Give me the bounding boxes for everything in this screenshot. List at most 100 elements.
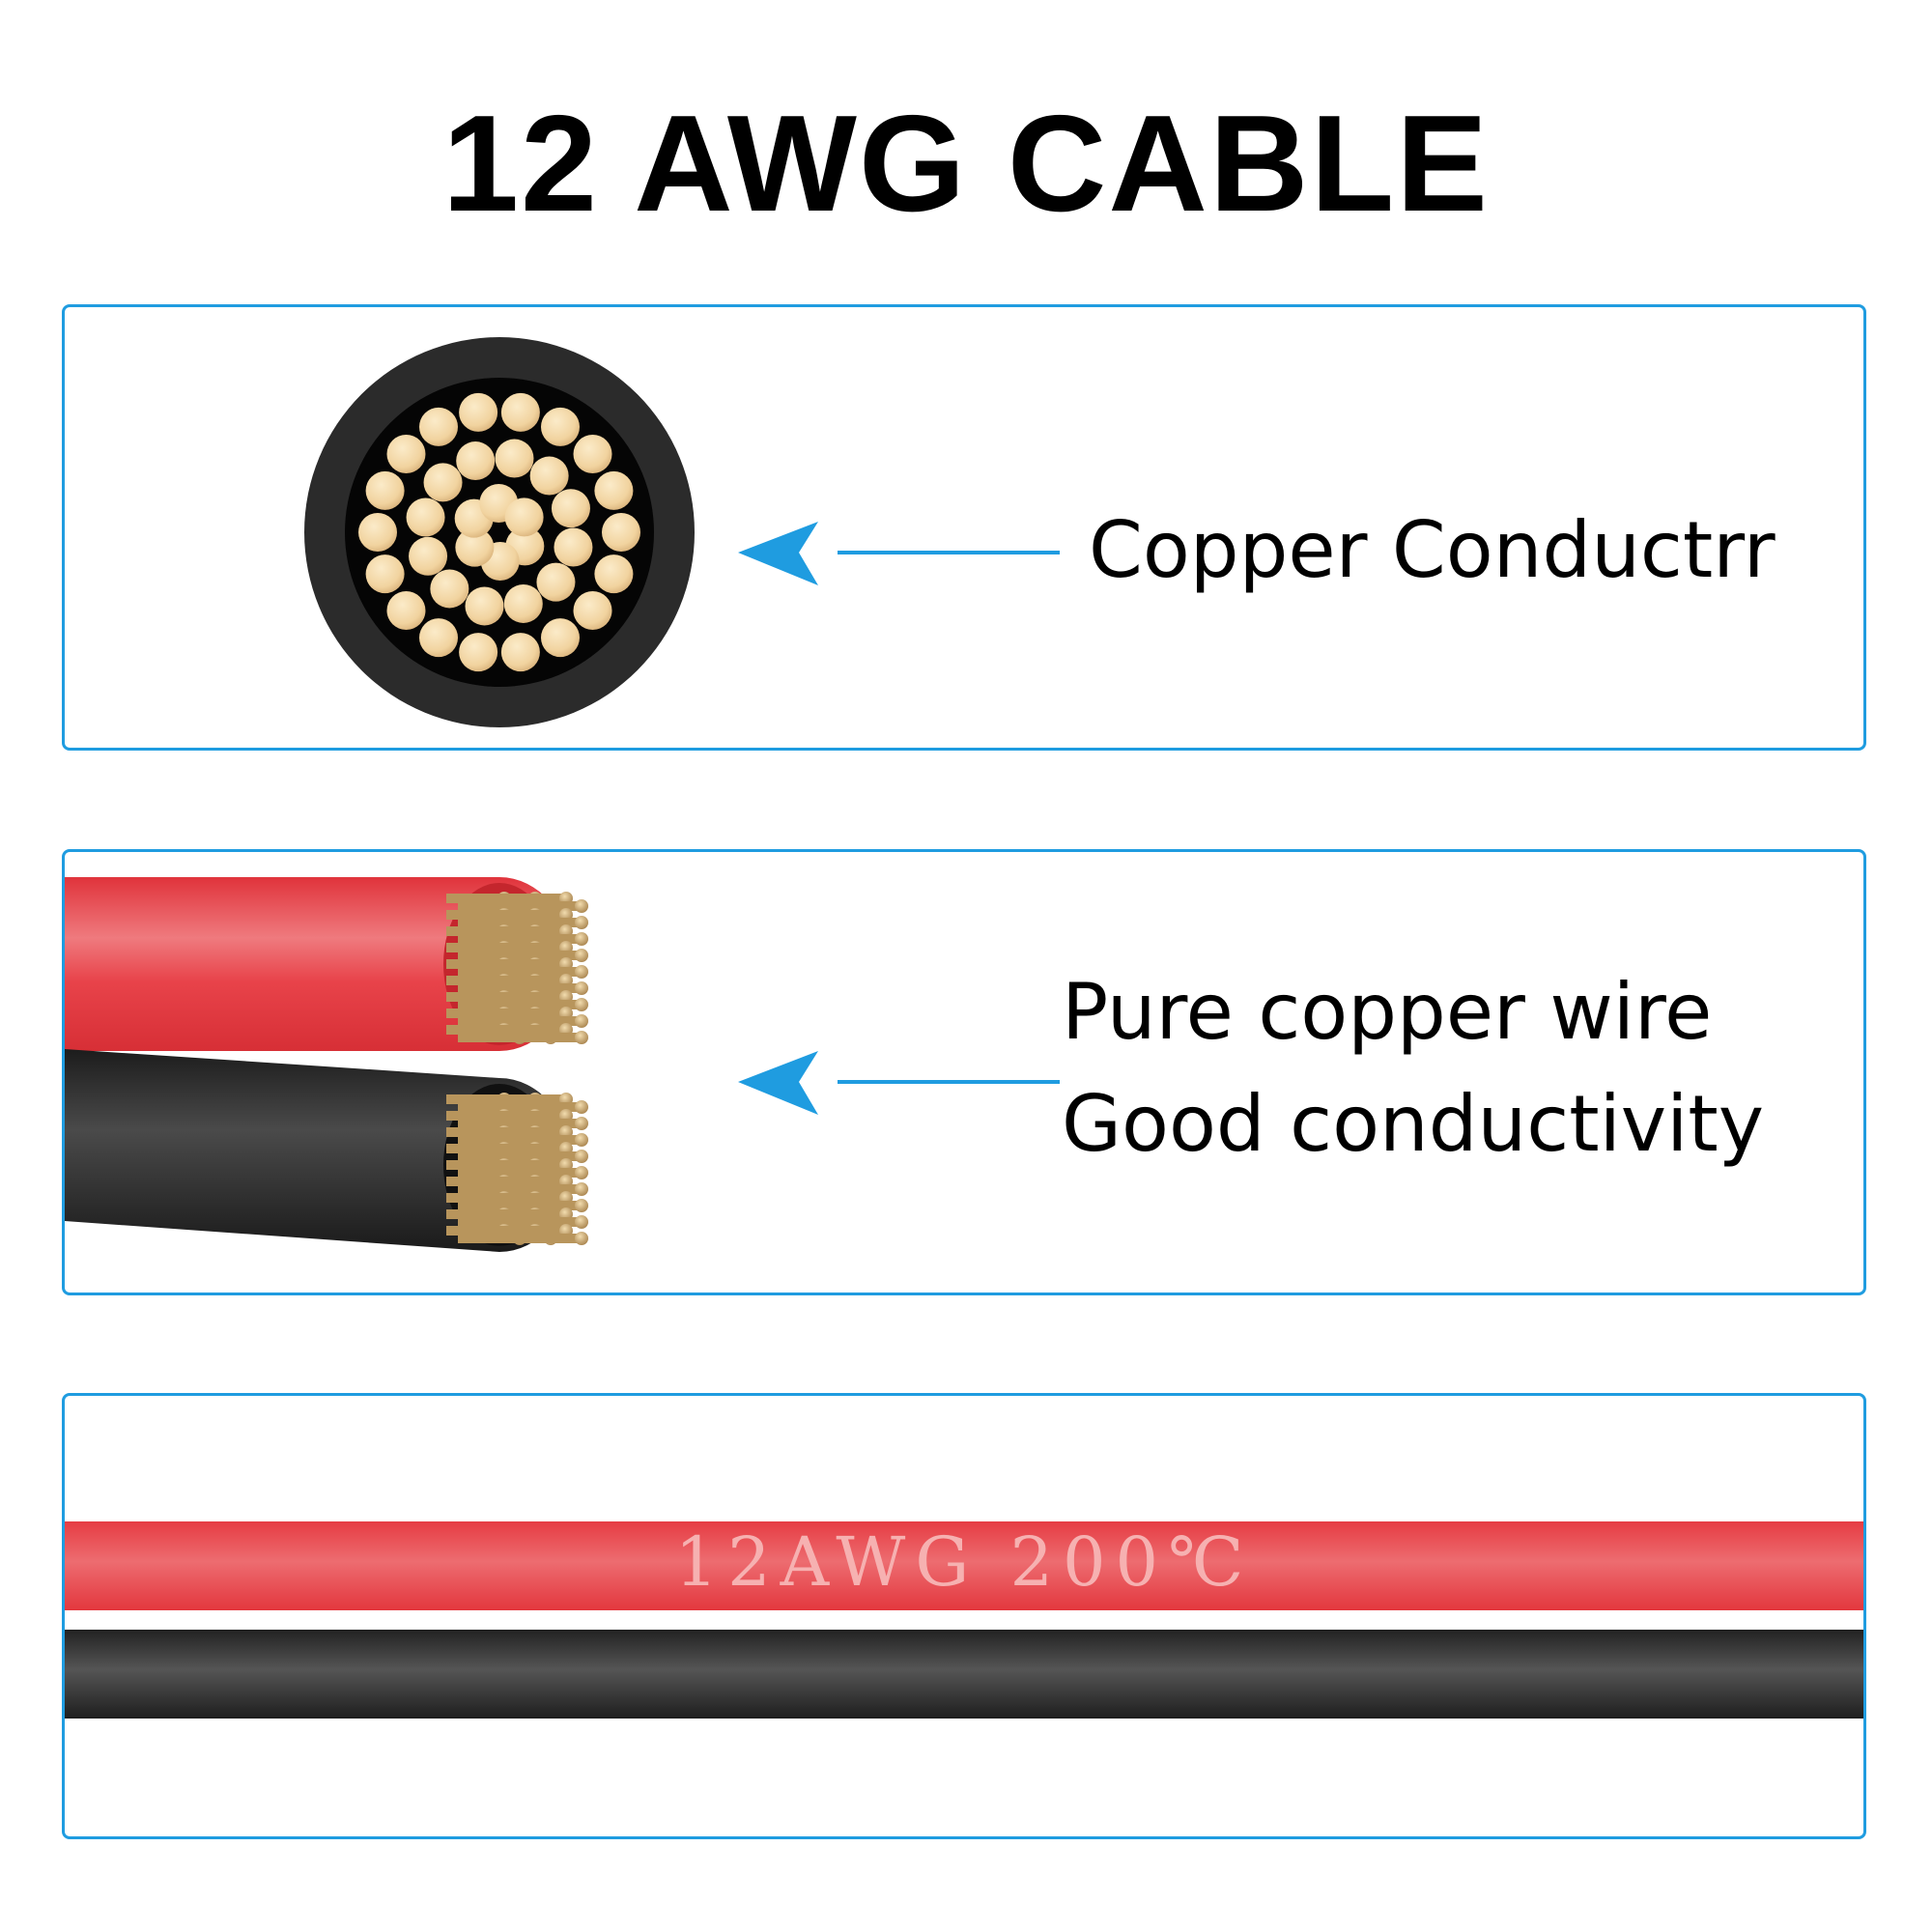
strand-body [493,1009,566,1018]
wire-panel: Pure copper wire Good conductivity [62,849,1866,1295]
strand-tip [575,965,588,979]
strand-body [504,1168,582,1178]
strand-body [493,1209,566,1219]
strand-body [504,967,582,977]
strand-body [493,894,566,903]
conductor-panel: Copper Conductrr [62,304,1866,751]
strand-body [504,918,582,927]
copper-strand [573,435,612,474]
strand-body [504,1201,582,1210]
strand-tip [575,1150,588,1163]
strand-tip [575,932,588,946]
strand-tip [575,916,588,929]
strand-tip [575,1133,588,1147]
strand-body [493,992,566,1002]
strand-tip [575,1215,588,1229]
copper-strand [456,441,496,481]
conductor-label: Copper Conductrr [1089,505,1776,595]
cable-ends-icon [65,877,588,1252]
strand-body [493,1144,566,1153]
strand-tip [575,1199,588,1212]
strand-tip [575,1100,588,1114]
strand-body [504,1000,582,1009]
strand-body [504,1151,582,1161]
copper-strand [365,554,405,594]
copper-strands [358,392,640,672]
strand-tip [575,1031,588,1044]
copper-strand [594,470,634,510]
copper-strand [594,554,634,594]
strand-tip [575,899,588,913]
copper-strand [602,513,640,552]
strand-body [493,1094,566,1104]
copper-strand [573,590,612,630]
copper-strand [459,633,498,672]
copper-strand [459,392,498,432]
strand-body [493,1127,566,1137]
strand-body [504,1102,582,1112]
copper-strand [529,456,569,496]
strand-body [493,943,566,952]
arrow-left-icon [738,522,1060,585]
strand-body [493,926,566,936]
copper-strand [419,407,458,446]
strand-body [493,1177,566,1186]
strand-body [504,1016,582,1026]
strand-body [493,976,566,985]
strand-body [504,934,582,944]
strand-body [493,1111,566,1121]
strand-body [504,1033,582,1042]
arrow-left-icon [738,1051,1060,1115]
copper-strand [409,536,448,576]
copper-strand [358,513,397,552]
copper-strand [386,435,426,474]
strand-tip [575,998,588,1011]
strand-body [493,959,566,969]
copper-strand [386,590,426,630]
cable-print-text: 12AWG 200℃ [674,1522,1254,1602]
copper-strand [365,470,405,510]
cable-cross-section-icon [304,337,695,727]
copper-strand [503,583,543,623]
strand-tip [575,1232,588,1245]
strand-body [504,951,582,960]
strand-body [493,910,566,920]
strand-body [493,1193,566,1203]
copper-strand [406,497,445,537]
strand-body [504,1119,582,1128]
strand-body [504,1184,582,1194]
strand-tip [575,981,588,995]
copper-strand [419,618,458,658]
copper-strand [541,407,580,446]
copper-strand [455,527,495,567]
cable-side-view-icon [65,1521,1863,1719]
copper-strand [495,439,534,478]
copper-strand [551,489,590,528]
strand-body [504,983,582,993]
copper-strand [500,392,540,432]
copper-strand [554,527,593,567]
strand-body [493,1226,566,1236]
copper-strand [423,463,463,502]
strand-body [493,1025,566,1035]
strand-tip [575,1182,588,1196]
strand-body [504,901,582,911]
wire-label-line2: Good conductivity [1062,1079,1765,1169]
copper-strand [465,586,504,626]
copper-strand [500,633,540,672]
strand-body [504,1217,582,1227]
wire-label-line1: Pure copper wire [1062,967,1713,1057]
strand-tip [575,1014,588,1028]
copper-strand [541,618,580,658]
strand-tip [575,949,588,962]
strand-body [504,1135,582,1145]
strand-body [504,1234,582,1243]
print-panel: 12AWG 200℃ [62,1393,1866,1839]
copper-strand [430,569,469,609]
strand-tip [575,1166,588,1179]
strand-body [493,1160,566,1170]
copper-strand [504,497,544,537]
strand-tip [575,1117,588,1130]
page-title: 12 AWG CABLE [442,87,1490,241]
copper-strand [536,562,576,602]
